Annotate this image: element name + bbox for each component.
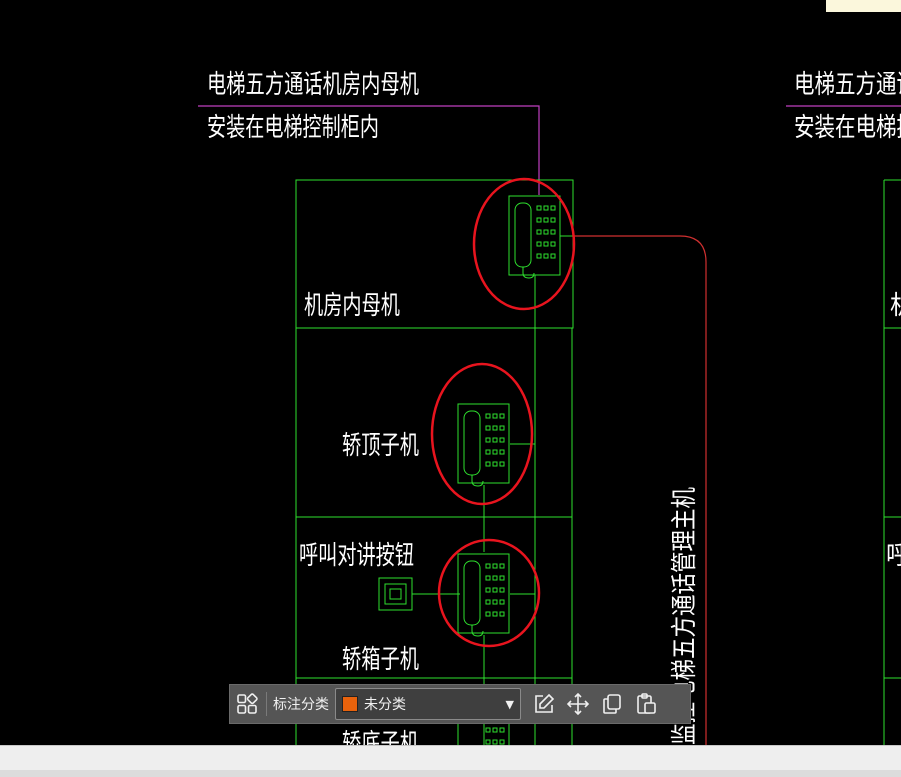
intercom-handset-icon[interactable]	[508, 195, 561, 279]
red-signal-wire	[572, 235, 707, 745]
highlight-circle[interactable]	[437, 538, 541, 648]
caret-down-icon: ▼	[505, 697, 514, 711]
magenta-leader-line	[198, 105, 540, 195]
category-color-swatch	[342, 696, 358, 712]
category-select[interactable]: 未分类 ▼	[335, 688, 521, 720]
title-line-2: 安装在电梯控制柜内	[207, 113, 379, 143]
car-top-label: 轿顶子机	[342, 431, 419, 461]
right-title-line-2: 安装在电梯控	[794, 113, 901, 143]
move-button[interactable]	[561, 687, 595, 721]
paste-icon	[637, 693, 656, 714]
copy-icon	[603, 694, 621, 714]
paste-button[interactable]	[629, 687, 663, 721]
cad-drawing-canvas[interactable]: 电梯五方通话机房内母机 安装在电梯控制柜内 电梯五方通话 安装在电梯控 机房内母…	[0, 0, 901, 745]
category-select-value: 未分类	[364, 697, 406, 713]
right-riser-frame	[883, 179, 901, 745]
call-button-icon[interactable]	[378, 577, 413, 611]
right-partial-label-2: 呼	[886, 541, 901, 571]
intercom-handset-icon[interactable]	[457, 403, 510, 487]
title-line-1: 电梯五方通话机房内母机	[207, 70, 419, 100]
highlight-circle[interactable]	[472, 177, 576, 311]
toolbar-separator	[266, 692, 267, 716]
grid-icon	[237, 693, 258, 714]
move-icon	[566, 692, 590, 716]
right-title-line-1: 电梯五方通话	[794, 70, 901, 100]
call-button-label: 呼叫对讲按钮	[299, 541, 414, 571]
pit-unit-label: 轿底子机	[342, 729, 419, 745]
room-unit-label: 机房内母机	[304, 291, 400, 321]
corner-panel-tab[interactable]	[826, 0, 901, 12]
right-partial-label-1: 机	[890, 291, 901, 321]
category-label: 标注分类	[273, 697, 329, 713]
annotation-toolbar: 标注分类 未分类 ▼	[229, 684, 691, 724]
intercom-handset-icon[interactable]	[457, 553, 510, 637]
status-bar-strip	[0, 770, 901, 777]
highlight-circle[interactable]	[430, 362, 534, 506]
riser-frame	[295, 179, 574, 745]
car-unit-label: 轿箱子机	[342, 645, 419, 675]
edit-button[interactable]	[527, 687, 561, 721]
red-highlight-circles	[430, 177, 576, 648]
edit-icon	[535, 693, 555, 713]
copy-button[interactable]	[595, 687, 629, 721]
grid-button[interactable]	[230, 687, 264, 721]
status-bar	[0, 745, 901, 777]
